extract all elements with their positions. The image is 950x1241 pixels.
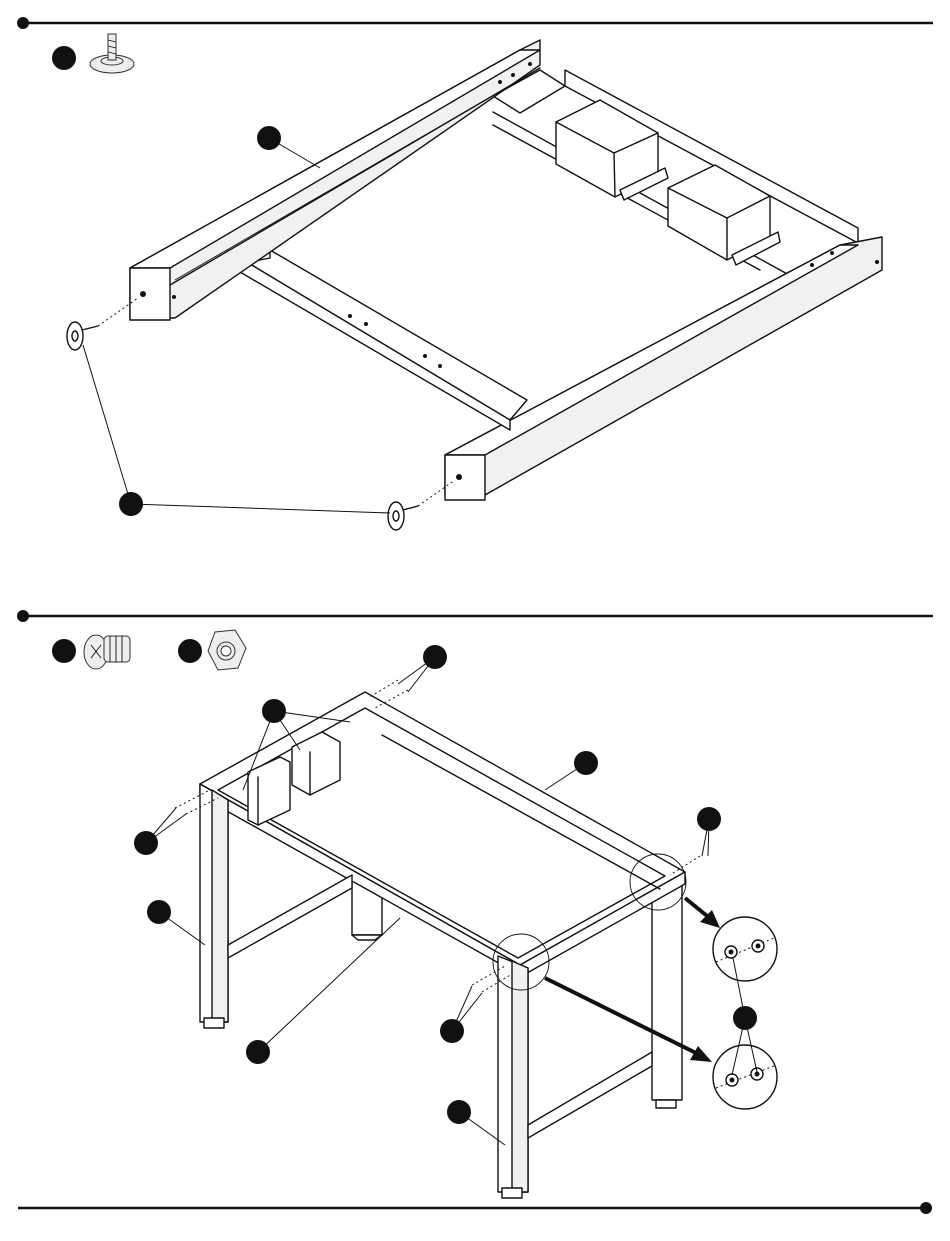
step-1-parts [52,34,134,73]
front-right-leg [498,956,528,1198]
callout-left-leg [147,900,171,924]
front-left-leg [200,784,228,1028]
bolt-icon [84,635,130,669]
detail-view-top [713,917,777,981]
callout-side-rail [257,126,281,150]
callout-left-bolts [134,831,158,855]
callout-right-leg [447,1100,471,1124]
right-side-rail [445,237,882,500]
step-2-divider [17,610,933,622]
callout-front-bolts [440,1019,464,1043]
front-cross-member [240,245,527,430]
back-frame [493,70,858,292]
part-callout-1 [52,46,76,70]
part-callout-bolt [52,639,76,663]
callout-lock-nuts [733,1006,757,1030]
callout-top-bolts [423,645,447,669]
left-side-rail [130,40,540,320]
step-2-drawing [134,645,777,1198]
step-2-parts [52,630,246,670]
leveling-foot-left [67,298,138,350]
callout-back-rail [574,751,598,775]
step-1-divider [17,17,933,29]
callout-brackets [262,699,286,723]
callout-right-bolts [697,807,721,831]
callout-leveling-feet [119,492,143,516]
part-callout-nut [178,639,202,663]
callout-front-rail [246,1040,270,1064]
leveling-foot-icon [90,34,134,73]
lock-nut-icon [208,630,246,670]
detail-view-bottom [713,1045,777,1109]
top-frame [200,692,685,977]
step-1-drawing [67,40,882,530]
footer-divider [18,1202,932,1214]
